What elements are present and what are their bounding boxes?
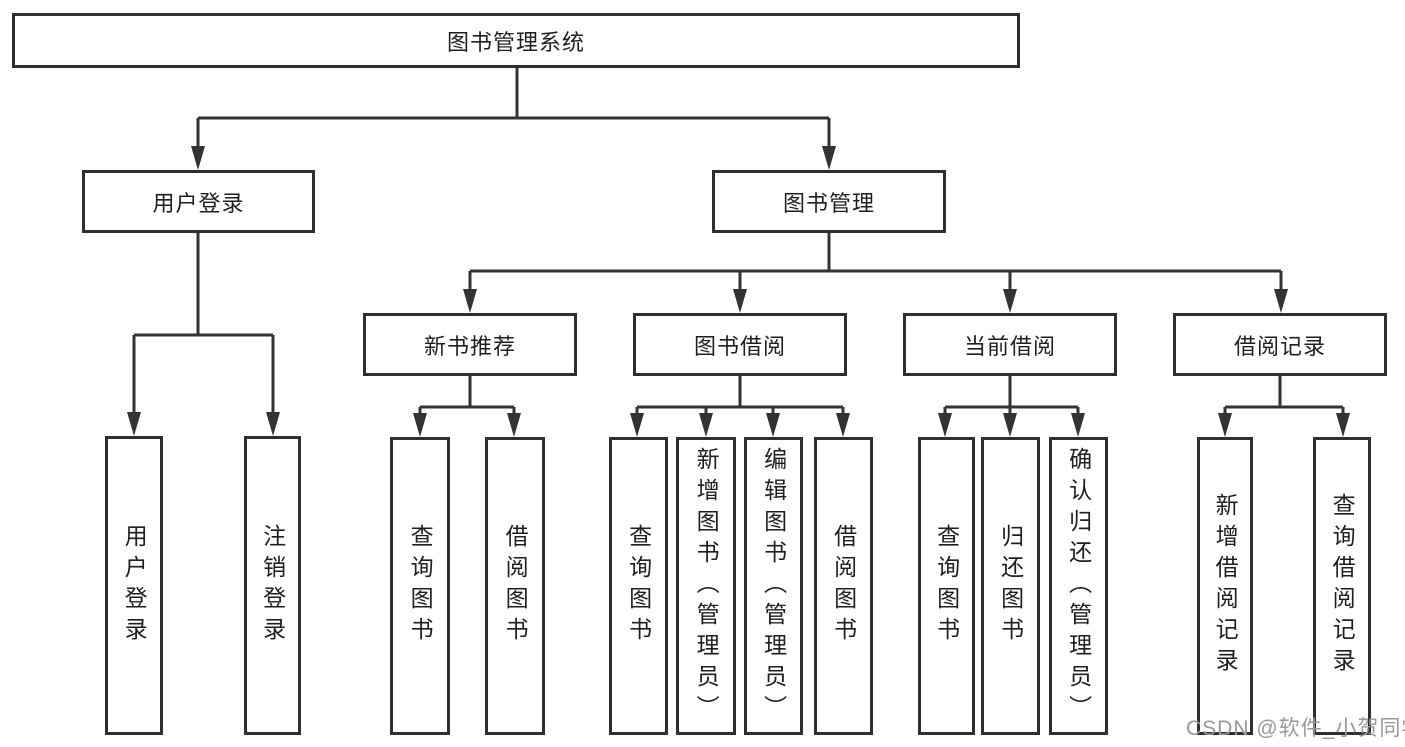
node-leaf-query-books-1: 查询图书 — [390, 437, 450, 735]
node-leaf-borrow-books-1-label: 借阅图书 — [502, 524, 529, 648]
node-current-borrow: 当前借阅 — [903, 313, 1117, 376]
node-leaf-edit-book-admin: 编辑图书（管理员） — [744, 437, 803, 735]
arrowheads — [127, 146, 1350, 437]
node-leaf-logout-label: 注销登录 — [259, 523, 286, 648]
node-leaf-borrow-books-1: 借阅图书 — [485, 437, 545, 735]
node-current-borrow-label: 当前借阅 — [963, 333, 1056, 359]
node-root: 图书管理系统 — [12, 13, 1020, 68]
node-leaf-query-books-3: 查询图书 — [918, 437, 975, 735]
node-leaf-user-login-label: 用户登录 — [121, 523, 148, 648]
node-user-login-label: 用户登录 — [152, 190, 245, 216]
node-book-management: 图书管理 — [712, 170, 946, 233]
node-leaf-return-books-label: 归还图书 — [997, 524, 1024, 648]
node-leaf-edit-book-admin-label: 编辑图书（管理员） — [760, 446, 787, 726]
node-leaf-add-borrow-record-label: 新增借阅记录 — [1212, 493, 1239, 679]
node-new-book-recommend: 新书推荐 — [363, 313, 577, 376]
node-new-book-recommend-label: 新书推荐 — [423, 333, 516, 359]
node-leaf-confirm-return-admin-label: 确认归还（管理员） — [1065, 446, 1092, 726]
node-leaf-borrow-books-2-label: 借阅图书 — [830, 524, 857, 648]
node-leaf-query-books-2-label: 查询图书 — [625, 524, 652, 648]
node-leaf-query-books-3-label: 查询图书 — [933, 524, 960, 648]
node-leaf-add-book-admin-label: 新增图书（管理员） — [693, 446, 720, 726]
node-leaf-query-books-2: 查询图书 — [609, 437, 668, 735]
watermark: CSDN @软件_小贺同学 — [1186, 717, 1405, 740]
node-borrow-records-label: 借阅记录 — [1233, 333, 1326, 359]
node-leaf-return-books: 归还图书 — [981, 437, 1040, 735]
node-user-login: 用户登录 — [82, 170, 315, 233]
node-leaf-confirm-return-admin: 确认归还（管理员） — [1049, 437, 1108, 735]
node-leaf-logout: 注销登录 — [244, 436, 301, 735]
node-root-label: 图书管理系统 — [446, 29, 585, 55]
node-leaf-query-borrow-record: 查询借阅记录 — [1313, 437, 1371, 735]
node-borrow-records: 借阅记录 — [1173, 313, 1387, 376]
node-leaf-borrow-books-2: 借阅图书 — [814, 437, 873, 735]
node-book-borrow: 图书借阅 — [633, 313, 847, 376]
node-leaf-user-login: 用户登录 — [105, 436, 163, 735]
node-book-management-label: 图书管理 — [782, 190, 875, 216]
node-book-borrow-label: 图书借阅 — [693, 333, 786, 359]
node-leaf-query-borrow-record-label: 查询借阅记录 — [1329, 493, 1356, 679]
node-leaf-query-books-1-label: 查询图书 — [407, 524, 434, 648]
node-leaf-add-book-admin: 新增图书（管理员） — [676, 437, 736, 735]
node-leaf-add-borrow-record: 新增借阅记录 — [1197, 437, 1253, 735]
